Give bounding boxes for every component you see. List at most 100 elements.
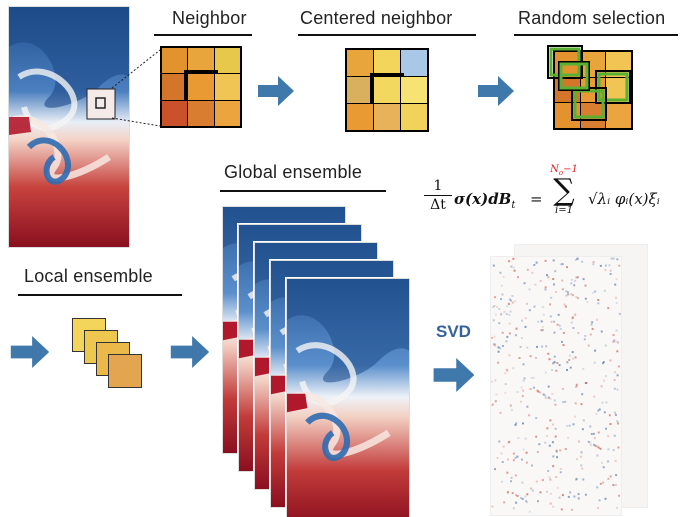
svd-noise-dot — [576, 257, 579, 260]
svd-noise-dot — [512, 257, 515, 260]
svd-noise-dot — [511, 301, 514, 304]
svd-noise-dot — [526, 346, 529, 349]
svd-noise-dot — [535, 417, 538, 420]
grid-cell — [347, 104, 373, 130]
svd-noise-dot — [514, 334, 517, 337]
svd-noise-dot — [552, 423, 554, 426]
svd-noise-dot — [552, 362, 555, 365]
neighbor-grid — [160, 46, 242, 128]
svd-noise-dot — [547, 385, 550, 388]
svd-noise-dot — [570, 278, 573, 281]
svd-noise-dot — [566, 424, 569, 427]
svd-noise-dot — [567, 436, 570, 439]
svd-noise-dot — [553, 399, 556, 402]
svd-noise-dot — [522, 379, 525, 382]
arrow-neighbor-to-centered — [258, 76, 294, 106]
svd-noise-dot — [594, 437, 596, 440]
svd-noise-dot — [600, 330, 603, 333]
grid-cell — [214, 74, 240, 100]
svd-noise-dot — [592, 261, 595, 263]
formula-sum-upper: N — [550, 164, 559, 175]
formula-sum-lower: i=1 — [555, 205, 573, 216]
svd-noise-dot — [564, 400, 567, 403]
svd-noise-dot — [605, 401, 608, 404]
svd-noise-dot — [572, 423, 575, 426]
svd-noise-dot — [510, 299, 512, 302]
svd-noise-dot — [555, 476, 558, 478]
svd-noise-dot — [531, 271, 534, 274]
svd-noise-dot — [528, 414, 531, 417]
svd-noise-dot — [592, 443, 595, 446]
svd-noise-dot — [570, 282, 573, 285]
svd-noise-dot — [498, 440, 501, 443]
svd-noise-dot — [545, 345, 548, 348]
svd-noise-dot — [575, 384, 578, 387]
ensemble-member-field — [286, 278, 410, 517]
svd-noise-dot — [573, 495, 576, 498]
svd-noise-dot — [607, 307, 610, 310]
svd-noise-dot — [550, 320, 553, 323]
svd-noise-dot — [520, 400, 522, 403]
svd-noise-dot — [602, 481, 605, 484]
formula-lhs-sub: t — [511, 200, 516, 211]
svd-noise-dot — [492, 319, 495, 322]
svd-noise-dot — [533, 305, 536, 308]
svd-noise-dot — [569, 354, 572, 357]
svd-noise-dot — [607, 477, 610, 480]
svd-noise-dot — [598, 408, 601, 411]
svd-noise-dot — [559, 471, 562, 474]
svd-noise-dot — [506, 305, 509, 308]
svd-noise-dot — [554, 435, 557, 438]
svd-noise-dot — [614, 459, 617, 462]
svd-noise-dot — [510, 265, 513, 268]
svd-noise-dot — [581, 428, 584, 431]
svd-noise-dot — [528, 510, 531, 513]
svd-noise-dot — [604, 375, 607, 378]
svd-noise-dot — [522, 389, 525, 392]
svd-noise-dot — [525, 501, 528, 503]
svd-noise-dot — [573, 284, 576, 287]
svd-noise-dot — [494, 296, 497, 299]
formula-eq: = — [530, 190, 543, 208]
svd-noise-dot — [515, 494, 518, 497]
svd-noise-dot — [599, 447, 602, 450]
svd-noise-dot — [609, 273, 612, 275]
svd-noise-dot — [575, 458, 578, 461]
svd-noise-dot — [582, 419, 585, 422]
svd-noise-dot — [497, 361, 500, 364]
svd-noise-dot — [616, 388, 619, 391]
svd-noise-dot — [562, 263, 564, 266]
svd-noise-dot — [574, 415, 576, 418]
svd-noise-dot — [521, 498, 524, 500]
svd-noise-dot — [536, 451, 539, 453]
svd-noise-dot — [581, 393, 584, 396]
svd-noise-dot — [499, 271, 502, 274]
svd-noise-dot — [575, 276, 578, 279]
svd-noise-dot — [575, 477, 578, 480]
svd-noise-dot — [549, 419, 552, 422]
svd-noise-dot — [536, 389, 539, 392]
svd-noise-dot — [580, 403, 583, 406]
grid-cell — [347, 77, 373, 103]
svd-noise-dot — [544, 396, 547, 399]
svd-noise-dot — [555, 369, 558, 372]
rule-centered-neighbor — [298, 34, 476, 36]
svd-noise-dot — [514, 424, 517, 426]
svd-noise-dot — [574, 279, 577, 282]
svd-noise-dot — [617, 422, 620, 425]
svd-noise-dot — [559, 449, 562, 452]
svd-noise-dot — [512, 507, 515, 510]
svd-noise-dot — [515, 501, 518, 504]
svd-noise-dot — [544, 371, 547, 374]
svd-noise-dot — [514, 422, 517, 425]
svd-noise-dot — [504, 391, 507, 394]
svd-noise-dot — [548, 444, 551, 447]
svd-noise-dot — [514, 300, 517, 303]
rule-local-ensemble — [18, 294, 182, 296]
svd-noise-dot — [575, 385, 577, 388]
svd-noise-dot — [564, 448, 567, 450]
svd-noise-dot — [519, 345, 522, 348]
svd-noise-dot — [524, 437, 527, 440]
svd-noise-dot — [550, 296, 553, 299]
